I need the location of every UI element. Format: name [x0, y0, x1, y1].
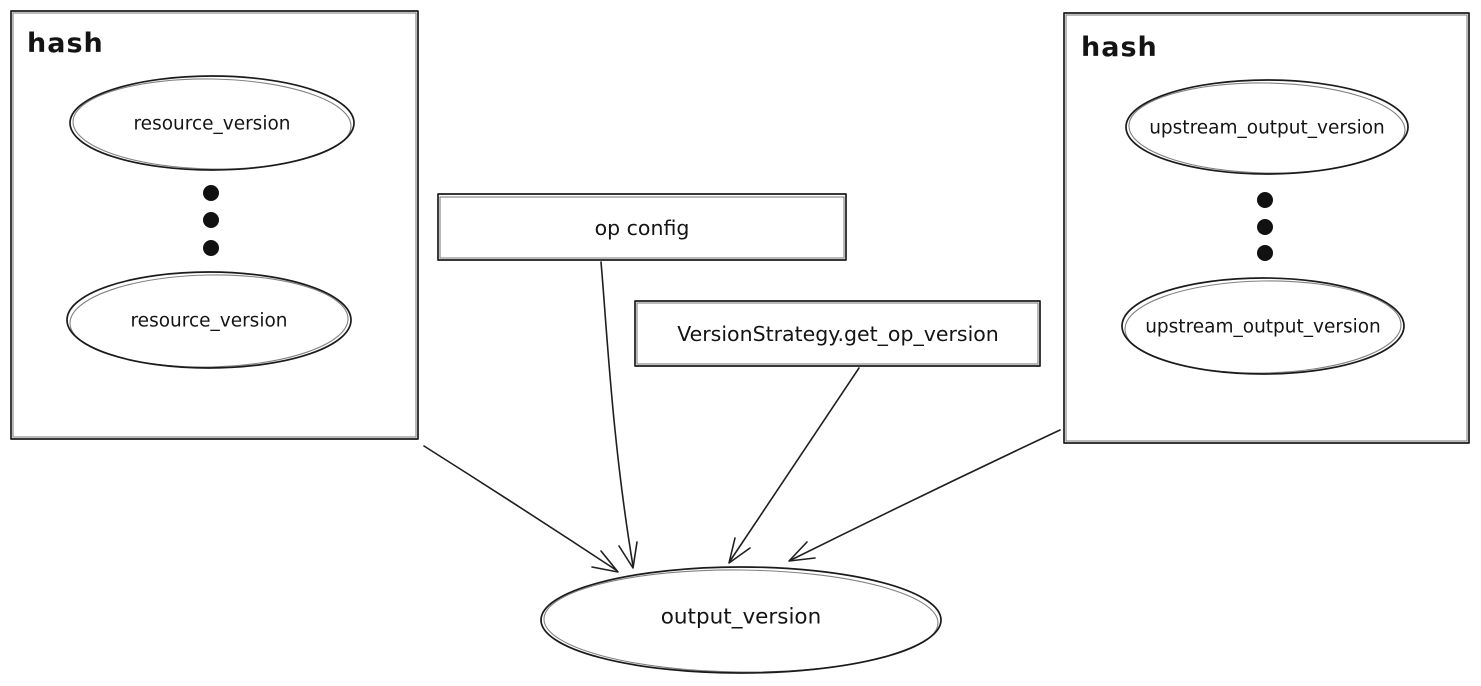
right-hash-box: hash upstream_output_version upstream_ou…: [1063, 12, 1470, 444]
resource-version-label: resource_version: [133, 114, 290, 135]
version-strategy-label: VersionStrategy.get_op_version: [677, 322, 999, 347]
resource-version-label: resource_version: [130, 311, 287, 332]
op-config-label: op config: [595, 216, 690, 240]
right-hash-label: hash: [1081, 32, 1158, 63]
arrow-left-hash-to-output: [423, 445, 619, 573]
ellipsis-dots: [203, 185, 219, 256]
upstream-output-version-node-bottom: upstream_output_version: [1121, 277, 1405, 375]
upstream-output-version-node-top: upstream_output_version: [1125, 79, 1409, 175]
upstream-output-version-label: upstream_output_version: [1149, 118, 1385, 139]
ellipsis-dots: [1257, 192, 1273, 261]
output-version-label: output_version: [661, 605, 821, 630]
arrow-op-config-to-output: [600, 261, 638, 569]
output-version-node: output_version: [540, 566, 942, 674]
left-hash-label: hash: [27, 28, 104, 59]
version-strategy-box: VersionStrategy.get_op_version: [634, 300, 1041, 367]
resource-version-node-top: resource_version: [69, 75, 355, 171]
resource-version-node-bottom: resource_version: [66, 271, 352, 369]
arrow-version-strategy-to-output: [728, 367, 860, 564]
op-config-box: op config: [437, 193, 847, 261]
left-hash-box: hash resource_version resource_version: [10, 10, 419, 440]
arrow-right-hash-to-output: [788, 429, 1061, 562]
upstream-output-version-label: upstream_output_version: [1145, 317, 1381, 338]
